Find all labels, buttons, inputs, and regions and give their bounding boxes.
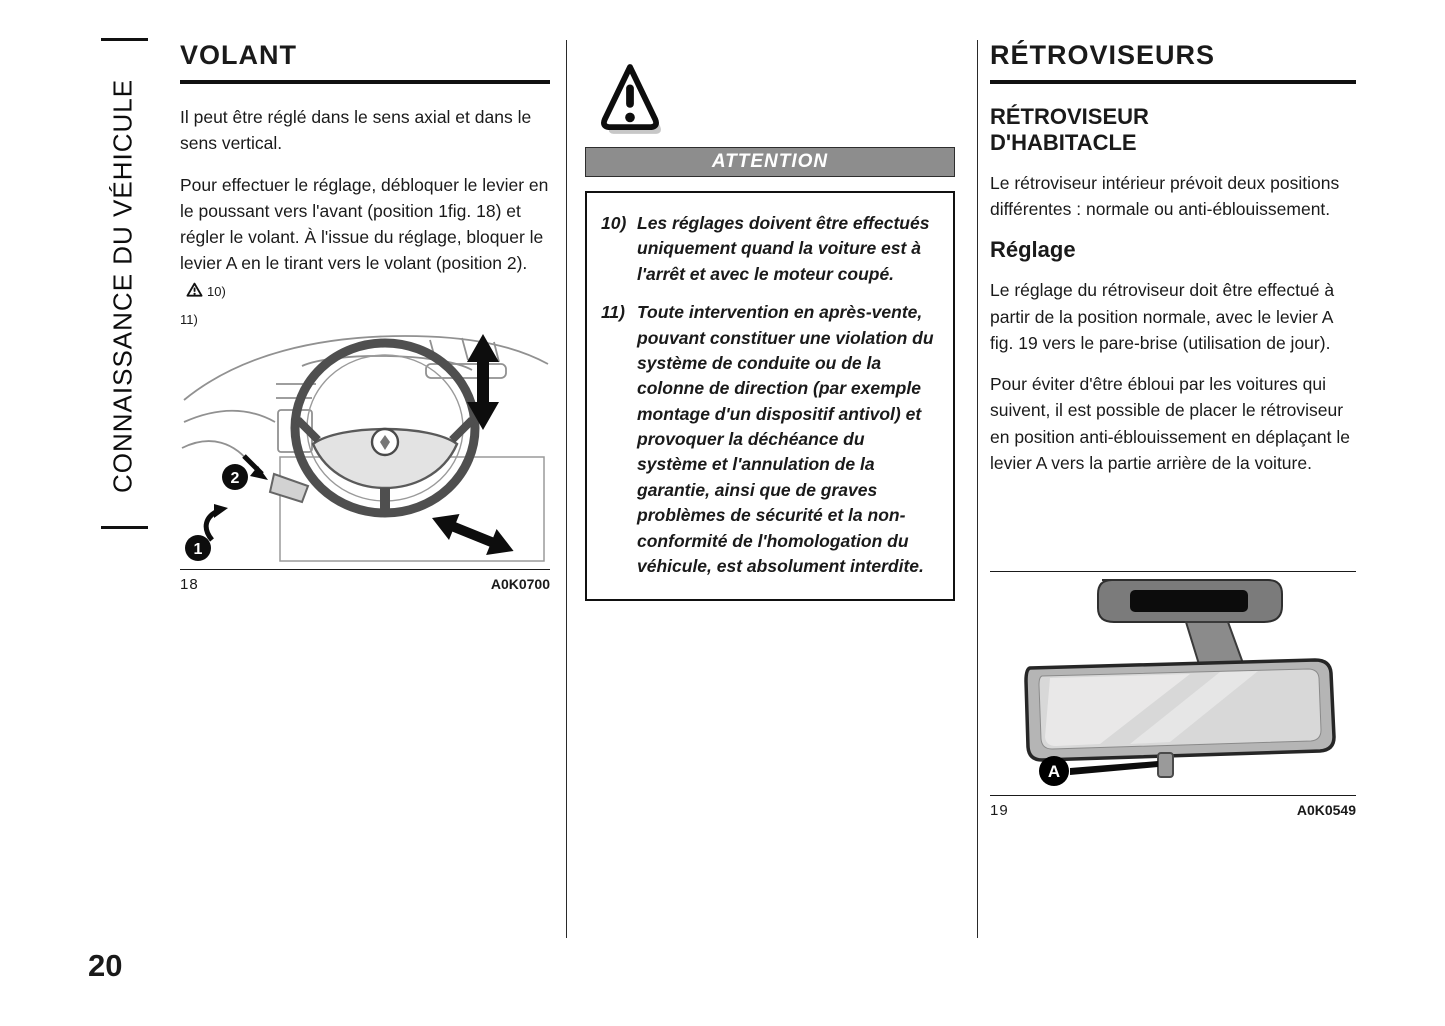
attention-header: ATTENTION <box>585 147 955 177</box>
retroviseurs-column: RÉTROVISEURS RÉTROVISEUR D'HABITACLE Le … <box>990 40 1356 491</box>
figure-18-code: A0K0700 <box>490 576 550 592</box>
adjust-lever <box>268 472 310 504</box>
section-title-volant: VOLANT <box>180 40 550 84</box>
steering-wheel-logo <box>380 435 390 450</box>
svg-text:2: 2 <box>231 470 240 487</box>
figure-18-caption: 18 A0K0700 <box>180 570 550 593</box>
retroviseurs-paragraph-1: Le rétroviseur intérieur prévoit deux po… <box>990 172 1340 220</box>
mirror-mount <box>1097 579 1283 676</box>
subsection-retroviseur-habitacle: RÉTROVISEUR D'HABITACLE <box>990 104 1149 155</box>
volant-paragraph-2-text: Pour effectuer le réglage, débloquer le … <box>180 174 549 274</box>
sidebar-top-rule <box>101 38 148 41</box>
warning-item-11-number: 11) <box>601 302 625 323</box>
warning-item-10-number: 10) <box>601 213 627 233</box>
warning-box: 10) Les réglages doivent être effectués … <box>585 191 955 602</box>
figure-18-number: 18 <box>180 576 199 593</box>
sidebar-bottom-rule <box>101 526 148 529</box>
position-2-badge: 2 <box>222 464 248 490</box>
figure-19-rearview-mirror: A 19 A0K0549 <box>990 571 1356 819</box>
label-pointer-line <box>1070 761 1158 775</box>
rearview-mirror-illustration: A <box>1024 579 1336 786</box>
warning-item-11: 11) Toute intervention en après-vente, p… <box>601 300 939 579</box>
steering-wheel <box>290 338 480 518</box>
figure-19-top-rule <box>990 571 1356 572</box>
volant-column: VOLANT Il peut être réglé dans le sens a… <box>180 40 550 346</box>
warning-item-10-text: Les réglages doivent être effectués uniq… <box>637 213 930 284</box>
vertical-adjust-arrow <box>432 514 514 555</box>
figure-19-caption: 19 A0K0549 <box>990 796 1356 819</box>
svg-text:1: 1 <box>194 541 203 558</box>
position-1-badge: 1 <box>185 535 211 561</box>
figure-19-bottom-rule <box>990 795 1356 796</box>
warning-ref-10: 10) <box>207 283 226 299</box>
subsection-reglage: Réglage <box>990 237 1076 263</box>
steering-wheel-illustration: 2 1 <box>181 334 549 562</box>
mirror-body <box>1024 658 1336 762</box>
warning-item-10: 10) Les réglages doivent être effectués … <box>601 211 939 287</box>
svg-text:A: A <box>1048 762 1060 781</box>
figure-19-code: A0K0549 <box>1296 802 1356 818</box>
section-title-retroviseurs: RÉTROVISEURS <box>990 40 1356 84</box>
retroviseurs-paragraph-2: Le réglage du rétroviseur doit être effe… <box>990 280 1335 353</box>
warning-triangle-icon <box>598 60 662 143</box>
figure-18-steering-wheel: 2 1 18 A0K0700 <box>180 326 550 593</box>
column-divider-left <box>566 40 567 938</box>
mirror-lever <box>1157 752 1174 778</box>
warning-ref-11: 11) <box>180 311 198 327</box>
warning-triangle-inline-icon <box>186 279 203 305</box>
page-number: 20 <box>88 948 123 983</box>
label-a-badge: A <box>1039 756 1069 786</box>
warning-item-11-text: Toute intervention en après-vente, pouva… <box>637 302 934 576</box>
column-divider-right <box>977 40 978 938</box>
figure-18-rule <box>180 569 550 570</box>
volant-paragraph-1: Il peut être réglé dans le sens axial et… <box>180 107 532 154</box>
figure-19-number: 19 <box>990 802 1009 819</box>
axial-adjust-arrow <box>467 334 499 430</box>
retroviseurs-paragraph-3: Pour éviter d'être ébloui par les voitur… <box>990 374 1350 473</box>
chapter-vertical-label: CONNAISSANCE DU VÉHICULE <box>107 78 138 494</box>
volant-paragraph-2: Pour effectuer le réglage, débloquer le … <box>180 172 550 332</box>
lever-motion-arrows <box>203 454 268 542</box>
